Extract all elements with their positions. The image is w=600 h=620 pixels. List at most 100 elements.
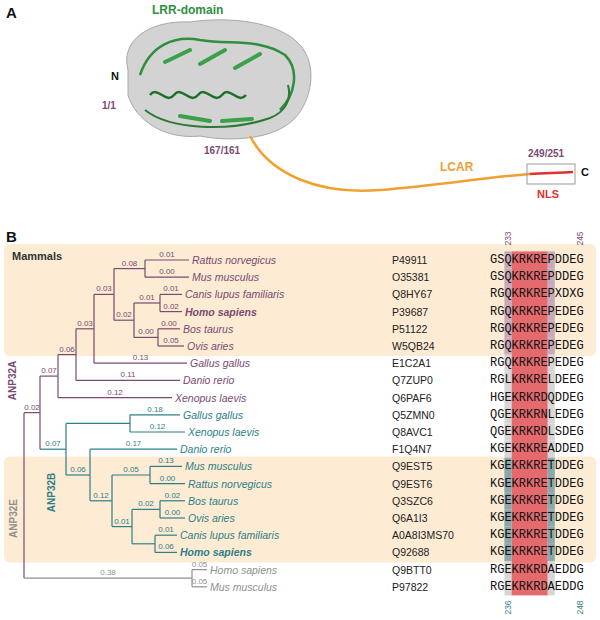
- branch-length: 0.38: [100, 568, 116, 577]
- accession-id: Q8HY67: [392, 288, 432, 300]
- tree-branch: [145, 259, 189, 260]
- sequence: RGQKRKREPEDEG: [490, 322, 584, 336]
- tree-branch: [66, 474, 90, 475]
- branch-length: 0.11: [121, 370, 136, 379]
- branch-length: 0.13: [133, 353, 149, 362]
- tree-branch: [132, 543, 155, 544]
- tree-branch: [160, 517, 185, 518]
- position-number: 233: [504, 231, 513, 245]
- residue-number: 249/251: [528, 148, 564, 159]
- species-name: Rattus norvegicus: [192, 254, 276, 266]
- tree-branch: [192, 586, 207, 587]
- species-name: Bos taurus: [183, 323, 233, 335]
- tree-branch: [158, 345, 184, 346]
- tree-branch: [160, 311, 182, 312]
- species-name: Danio rerio: [183, 374, 234, 386]
- protein-illustration: [0, 0, 600, 220]
- accession-id: F1Q4N7: [392, 443, 432, 455]
- branch-length: 0.01: [158, 525, 174, 534]
- tree-branch: [149, 466, 150, 483]
- tree-branch: [130, 431, 185, 432]
- branch-length: 0.06: [59, 345, 75, 354]
- sequence: QGEKRKRNLEDEG: [490, 408, 584, 422]
- branch-length: 0.06: [70, 465, 86, 474]
- branch-length: 0.02: [24, 403, 40, 412]
- tree-branch: [112, 526, 132, 527]
- sequence: GSQKRKREPDDEG: [490, 253, 584, 267]
- residue-number: 167/161: [204, 145, 240, 156]
- tree-branch: [131, 509, 132, 543]
- branch-length: 0.02: [165, 491, 181, 500]
- tree-branch: [94, 294, 114, 295]
- accession-id: Q92688: [392, 546, 429, 558]
- tree-branch: [58, 397, 172, 398]
- tree-branch: [157, 329, 158, 346]
- species-name: Xenopus laevis: [188, 426, 259, 438]
- tree-branch: [160, 500, 185, 501]
- accession-id: P49911: [392, 254, 427, 266]
- tree-branch: [90, 449, 177, 450]
- tree-branch: [145, 277, 189, 278]
- species-name: Gallus gallus: [183, 409, 243, 421]
- species-name: Ovis aries: [187, 340, 234, 352]
- accession-id: Q8AVC1: [392, 426, 433, 438]
- tree-branch: [75, 329, 76, 381]
- protein-surface: [127, 20, 311, 139]
- tree-branch: [150, 483, 185, 484]
- terminus-label: N: [111, 70, 119, 82]
- sequence: RGQKRKREPEDEG: [490, 305, 584, 319]
- sequence: GSQKRKREPDDEG: [490, 270, 584, 284]
- tree-branch: [134, 302, 160, 303]
- tree-branch: [114, 268, 145, 269]
- branch-length: 0.00: [138, 327, 154, 336]
- branch-length: 0.13: [158, 456, 174, 465]
- tree-branch: [155, 535, 177, 536]
- nls-box: [527, 164, 575, 184]
- tree-branch: [58, 354, 76, 355]
- tree-branch: [94, 363, 187, 364]
- accession-id: Q3SZC6: [392, 495, 433, 507]
- branch-length: 0.00: [160, 474, 176, 483]
- species-name: Homo sapiens: [180, 546, 252, 558]
- clade-label: ANP32B: [47, 472, 58, 511]
- accession-id: O35381: [392, 271, 429, 283]
- branch-length: 0.05: [192, 560, 208, 569]
- branch-length: 0.02: [116, 310, 132, 319]
- tree-branch: [159, 294, 160, 311]
- accession-id: Q6A1I3: [392, 512, 428, 524]
- accession-id: Q5ZMN0: [392, 409, 435, 421]
- branch-length: 0.05: [192, 577, 208, 586]
- sequence: KGEKRKRETDDEG: [490, 545, 584, 559]
- tree-branch: [57, 355, 58, 398]
- panel-letter: A: [6, 4, 17, 21]
- species-name: Danio rerio: [180, 443, 231, 455]
- position-number: 248: [576, 601, 585, 615]
- branch-length: 0.05: [163, 336, 179, 345]
- branch-length: 0.12: [150, 422, 166, 431]
- branch-length: 0.05: [123, 465, 139, 474]
- sequence: KGEKRKRETDDEG: [490, 511, 584, 525]
- clade-label: ANP32E: [8, 499, 19, 538]
- tree-branch: [114, 320, 134, 321]
- tree-branch: [76, 380, 180, 381]
- species-name: Gallus gallus: [190, 357, 250, 369]
- sequence: RGQKRKREPXDXG: [490, 287, 584, 301]
- accession-id: Q9EST5: [392, 460, 432, 472]
- tree-branch: [40, 376, 58, 377]
- tree-branch: [155, 552, 177, 553]
- accession-id: P39687: [392, 306, 428, 318]
- sequence: KGEKRKREADDED: [490, 442, 584, 456]
- tree-branch: [24, 578, 192, 579]
- branch-length: 0.02: [138, 499, 154, 508]
- sequence: QGEKRKRDLSDEG: [490, 425, 584, 439]
- tree-branch: [40, 449, 66, 450]
- branch-length: 0.08: [122, 259, 138, 268]
- species-name: Ovis aries: [188, 512, 235, 524]
- accession-id: A0A8I3MS70: [392, 529, 454, 541]
- species-name: Mus musculus: [210, 581, 277, 593]
- tree-branch: [66, 423, 130, 424]
- tree-branch: [130, 414, 180, 415]
- tree-branch: [134, 337, 158, 338]
- tree-branch: [160, 294, 182, 295]
- tree-branch: [159, 501, 160, 518]
